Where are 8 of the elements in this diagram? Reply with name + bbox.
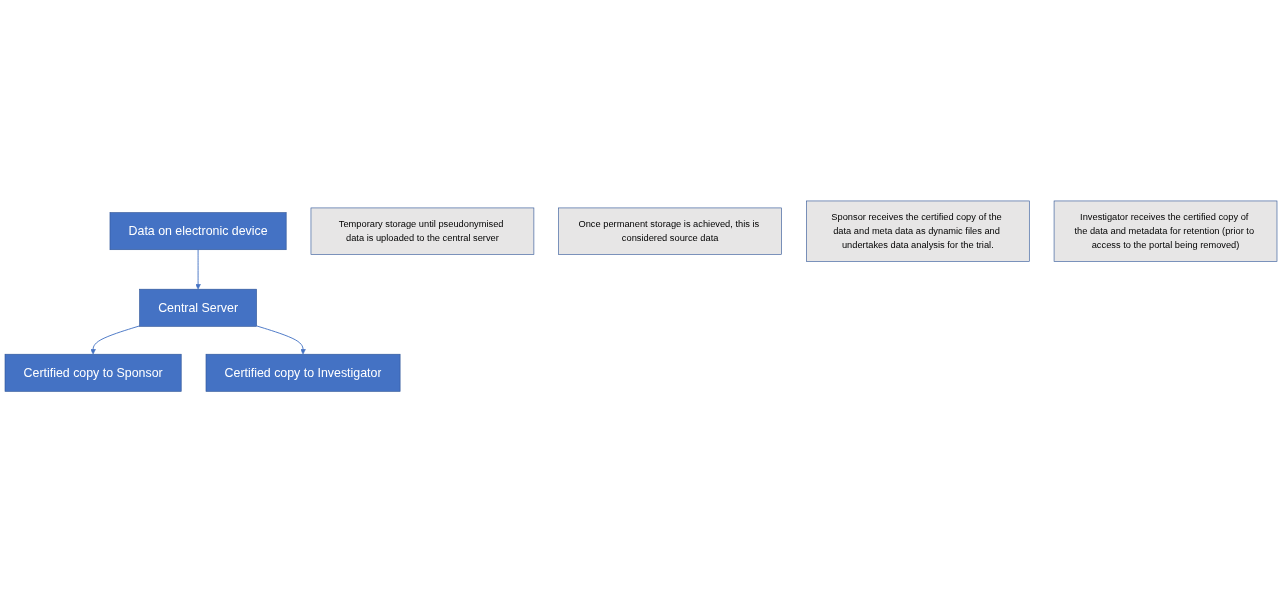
node-box: Central Server [139, 288, 257, 327]
node-box: Once permanent storage is achieved, this is considered source data [558, 207, 782, 255]
node-box: Temporary storage until pseudonymised data is uploaded to the central server [310, 207, 535, 255]
node-box: Data on electronic device [109, 212, 287, 250]
node-box: Certified copy to Investigator [205, 353, 401, 392]
node-box: Certified copy to Sponsor [4, 353, 182, 392]
node-box: Sponsor receives the certified copy of the data and meta data as dynamic files and undertakes data analysis for the trial. [806, 200, 1030, 262]
node-box: Investigator receives the certified copy of the data and metadata for retention (prior to access to the portal being removed) [1053, 200, 1278, 262]
